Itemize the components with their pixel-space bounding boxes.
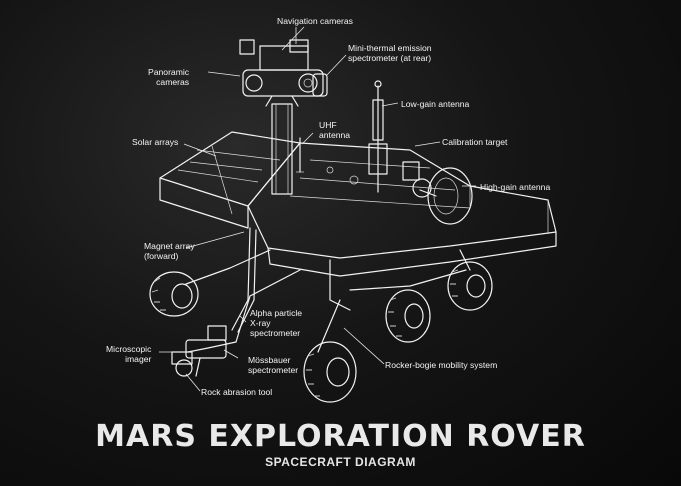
leader-lines — [159, 26, 476, 392]
rover-body-drawing — [247, 142, 557, 277]
label-high-gain-antenna: High-gain antenna — [480, 182, 551, 192]
label-magnet-line2: (forward) — [144, 251, 179, 261]
label-panoramic-line1: Panoramic — [148, 67, 190, 77]
label-mini-tes-line1: Mini-thermal emission — [348, 43, 432, 53]
label-panoramic-line2: cameras — [156, 77, 190, 87]
diagram-title: MARS EXPLORATION ROVER — [95, 419, 586, 454]
label-solar-arrays: Solar arrays — [132, 137, 179, 147]
label-magnet-array: Magnet array (forward) — [144, 241, 195, 261]
diagram-subtitle: SPACECRAFT DIAGRAM — [265, 455, 416, 469]
wheels-drawing — [149, 261, 493, 403]
label-uhf-line2: antenna — [319, 130, 351, 140]
label-rocker-bogie: Rocker-bogie mobility system — [385, 360, 498, 370]
label-microscopic-imager: Microscopic imager — [106, 344, 151, 364]
label-uhf-antenna: UHF antenna — [319, 120, 350, 140]
label-micro-line2: imager — [125, 354, 152, 364]
label-alpha-line2: X-ray — [250, 318, 271, 328]
label-uhf-line1: UHF — [319, 120, 337, 130]
label-calibration-target: Calibration target — [442, 137, 508, 147]
label-micro-line1: Microscopic — [106, 344, 152, 354]
label-alpha-line3: spectrometer — [250, 328, 301, 338]
label-alpha-particle: Alpha particle X-ray spectrometer — [250, 308, 302, 338]
camera-mast-drawing — [239, 39, 328, 195]
label-alpha-line1: Alpha particle — [250, 308, 303, 318]
antennas-drawing — [296, 80, 473, 225]
label-rock-abrasion-tool: Rock abrasion tool — [201, 387, 273, 397]
label-mini-tes-line2: spectrometer (at rear) — [348, 53, 432, 63]
label-mossbauer: Mössbauer spectrometer — [248, 355, 298, 375]
label-mini-tes: Mini-thermal emission spectrometer (at r… — [348, 43, 432, 63]
label-magnet-line1: Magnet array — [144, 241, 195, 251]
label-moss-line2: spectrometer — [248, 365, 299, 375]
label-navigation-cameras: Navigation cameras — [277, 16, 353, 26]
solar-arrays-drawing — [159, 131, 301, 229]
label-moss-line1: Mössbauer — [248, 355, 291, 365]
label-panoramic-cameras: Panoramic cameras — [148, 67, 189, 87]
rocker-bogie-drawing — [185, 249, 471, 353]
instrument-arm-drawing — [171, 227, 257, 377]
label-low-gain-antenna: Low-gain antenna — [401, 99, 470, 109]
